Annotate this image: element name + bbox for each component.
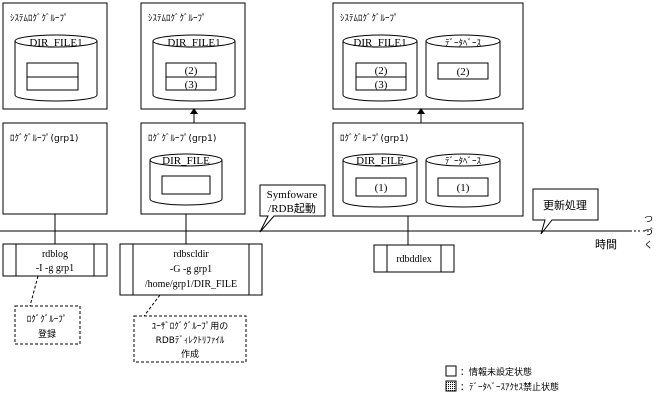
- continue-char-3: く: [644, 241, 653, 251]
- rdbscldir-path: /home/grp1/DIR_FILE: [145, 279, 237, 290]
- create-dir-note: [133, 315, 247, 363]
- stage-2: ｼｽﾃﾑﾛｸﾞｸﾞﾙｰﾌﾟ DIR_FILE1 (2) (3) ﾛｸﾞｸﾞﾙｰﾌ…: [119, 2, 263, 363]
- database-label: ﾃﾞｰﾀﾍﾞｰｽ: [445, 38, 482, 49]
- stage-3: ｼｽﾃﾑﾛｸﾞｸﾞﾙｰﾌﾟ DIR_FILE1 (2) (3) ﾃﾞｰﾀﾍﾞｰｽ…: [332, 2, 524, 273]
- system-log-group-label: ｼｽﾃﾑﾛｸﾞｸﾞﾙｰﾌﾟ: [340, 13, 399, 24]
- create-dir-note-line2: RDBﾃﾞｨﾚｸﾄﾘﾌｧｲﾙ: [156, 335, 225, 346]
- dir-file1-cylinder: DIR_FILE1: [14, 34, 98, 102]
- rdbscldir-args: -G -g grp1: [170, 264, 212, 275]
- dir-file-cylinder: DIR_FILE: [149, 153, 223, 206]
- rdb-start-label: /RDB起動: [268, 201, 316, 215]
- slot-3-label: (3): [185, 79, 198, 91]
- create-dir-note-line3: 作成: [181, 348, 199, 360]
- stage-1: ｼｽﾃﾑﾛｸﾞｸﾞﾙｰﾌﾟ DIR_FILE1 ﾛｸﾞｸﾞﾙｰﾌﾟ(grp1) …: [2, 2, 108, 345]
- legend-unset-swatch: [445, 365, 457, 377]
- update-label: 更新処理: [543, 198, 587, 212]
- slot-2-label: (2): [375, 65, 388, 77]
- rdbscldir-command: rdbscldir: [173, 249, 209, 260]
- dir-file1-label: DIR_FILE1: [353, 37, 406, 49]
- dir-file1-label: DIR_FILE1: [167, 37, 220, 49]
- database-cylinder: ﾃﾞｰﾀﾍﾞｰｽ (2): [425, 34, 501, 102]
- update-callout: 更新処理: [532, 188, 599, 235]
- unset-slot: [26, 76, 79, 91]
- database-label: ﾃﾞｰﾀﾍﾞｰｽ: [445, 156, 482, 167]
- database-cylinder: ﾃﾞｰﾀﾍﾞｰｽ (1): [425, 153, 501, 208]
- unset-slot: [26, 62, 79, 78]
- register-note: [14, 305, 81, 345]
- dir-file1-cylinder: DIR_FILE1 (2) (3): [342, 34, 418, 102]
- create-dir-note-line1: ﾕｰｻﾞﾛｸﾞｸﾞﾙｰﾌﾟ用の: [152, 321, 229, 332]
- log-group-box: [2, 122, 108, 215]
- register-note-line1: ﾛｸﾞｸﾞﾙｰﾌﾟ: [27, 314, 68, 325]
- slot-2-label: (2): [457, 66, 470, 78]
- slot-1-label: (1): [457, 182, 470, 194]
- register-note-line2: 登録: [38, 328, 56, 340]
- rdbscldir-command-box: [119, 243, 263, 296]
- dir-file-label: DIR_FILE: [356, 155, 404, 167]
- timeline: つ づ く 時間: [0, 215, 653, 251]
- rdblog-args: -I -g grp1: [36, 263, 74, 274]
- unset-slot: [161, 175, 211, 195]
- callout-pointer: [143, 294, 161, 317]
- dir-file-label: DIR_FILE: [162, 155, 210, 167]
- rdbddlex-command: rdbddlex: [396, 254, 432, 265]
- system-log-group-label: ｼｽﾃﾑﾛｸﾞｸﾞﾙｰﾌﾟ: [10, 13, 69, 24]
- continue-char-2: づ: [644, 227, 653, 238]
- legend-prohibited-label: ：ﾃﾞｰﾀﾍﾞｰｽｱｸｾｽ禁止状態: [460, 381, 559, 393]
- slot-2: [437, 62, 489, 80]
- dir-file1-label: DIR_FILE1: [29, 37, 82, 49]
- legend-unset-label: ：情報未設定状態: [460, 366, 532, 378]
- slot-1-label: (1): [375, 182, 388, 194]
- slot-3: [355, 76, 407, 91]
- system-log-group-label: ｼｽﾃﾑﾛｸﾞｸﾞﾙｰﾌﾟ: [148, 13, 207, 24]
- slot-1: [355, 177, 407, 197]
- dir-file-cylinder: DIR_FILE (1): [342, 153, 418, 208]
- legend-prohibited-swatch: [445, 380, 457, 392]
- symfoware-label: Symfoware: [267, 189, 318, 201]
- rdblog-command: rdblog: [42, 249, 68, 260]
- log-group-label: ﾛｸﾞｸﾞﾙｰﾌﾟ(grp1): [10, 133, 78, 144]
- legend: ：情報未設定状態 ：ﾃﾞｰﾀﾍﾞｰｽｱｸｾｽ禁止状態: [445, 365, 559, 393]
- slot-1: [437, 177, 489, 197]
- time-axis-label: 時間: [595, 238, 617, 251]
- callout-pointer: [29, 275, 39, 307]
- slot-2-label: (2): [185, 65, 198, 77]
- slot-3-label: (3): [375, 79, 388, 91]
- log-group-label: ﾛｸﾞｸﾞﾙｰﾌﾟ(grp1): [340, 133, 408, 144]
- symfoware-start-callout: Symfoware /RDB起動: [259, 184, 326, 233]
- log-group-label: ﾛｸﾞｸﾞﾙｰﾌﾟ(grp1): [148, 133, 216, 144]
- slot-3: [165, 76, 217, 91]
- continue-char-1: つ: [644, 215, 653, 225]
- rdblog-command-box: [2, 243, 108, 277]
- dir-file1-cylinder: DIR_FILE1 (2) (3): [152, 34, 236, 102]
